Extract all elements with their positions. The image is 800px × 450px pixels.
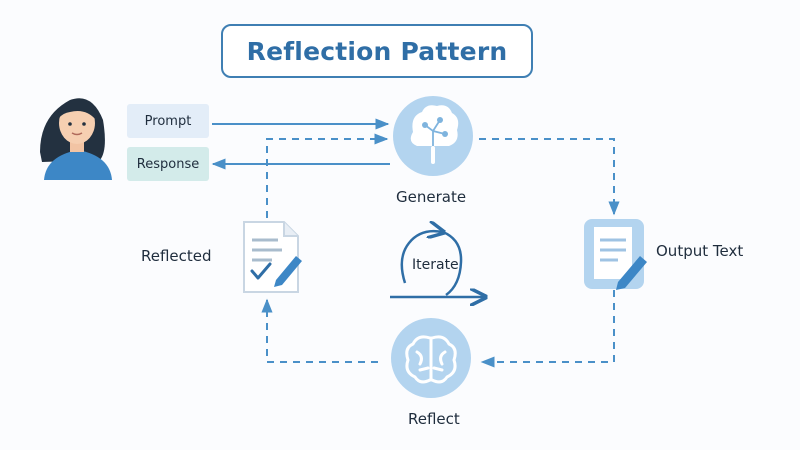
cycle-arrow-icon [390, 231, 484, 297]
document-pencil-icon [584, 219, 647, 290]
document-checkmark-pencil-icon [243, 221, 302, 293]
brain-icon [405, 335, 457, 384]
output-to-reflect-arrow [480, 290, 615, 368]
response-label: Response [127, 147, 209, 181]
iterate-label: Iterate [412, 257, 459, 273]
reflected-to-generate-arrow [266, 133, 389, 218]
page-title: Reflection Pattern [246, 36, 508, 66]
user-avatar-icon [40, 98, 112, 180]
output-text-label: Output Text [656, 242, 744, 260]
brain-circuit-icon [410, 105, 459, 164]
generate-label: Generate [396, 188, 467, 206]
prompt-label: Prompt [127, 104, 209, 138]
title-box: Reflection Pattern [221, 24, 533, 78]
reflect-label: Reflect [408, 410, 460, 428]
generate-node [393, 96, 473, 176]
generate-to-output-arrow [479, 138, 620, 216]
reflected-label: Reflected [141, 247, 212, 265]
reflect-node [391, 318, 471, 398]
reflect-to-reflected-arrow [261, 298, 378, 363]
